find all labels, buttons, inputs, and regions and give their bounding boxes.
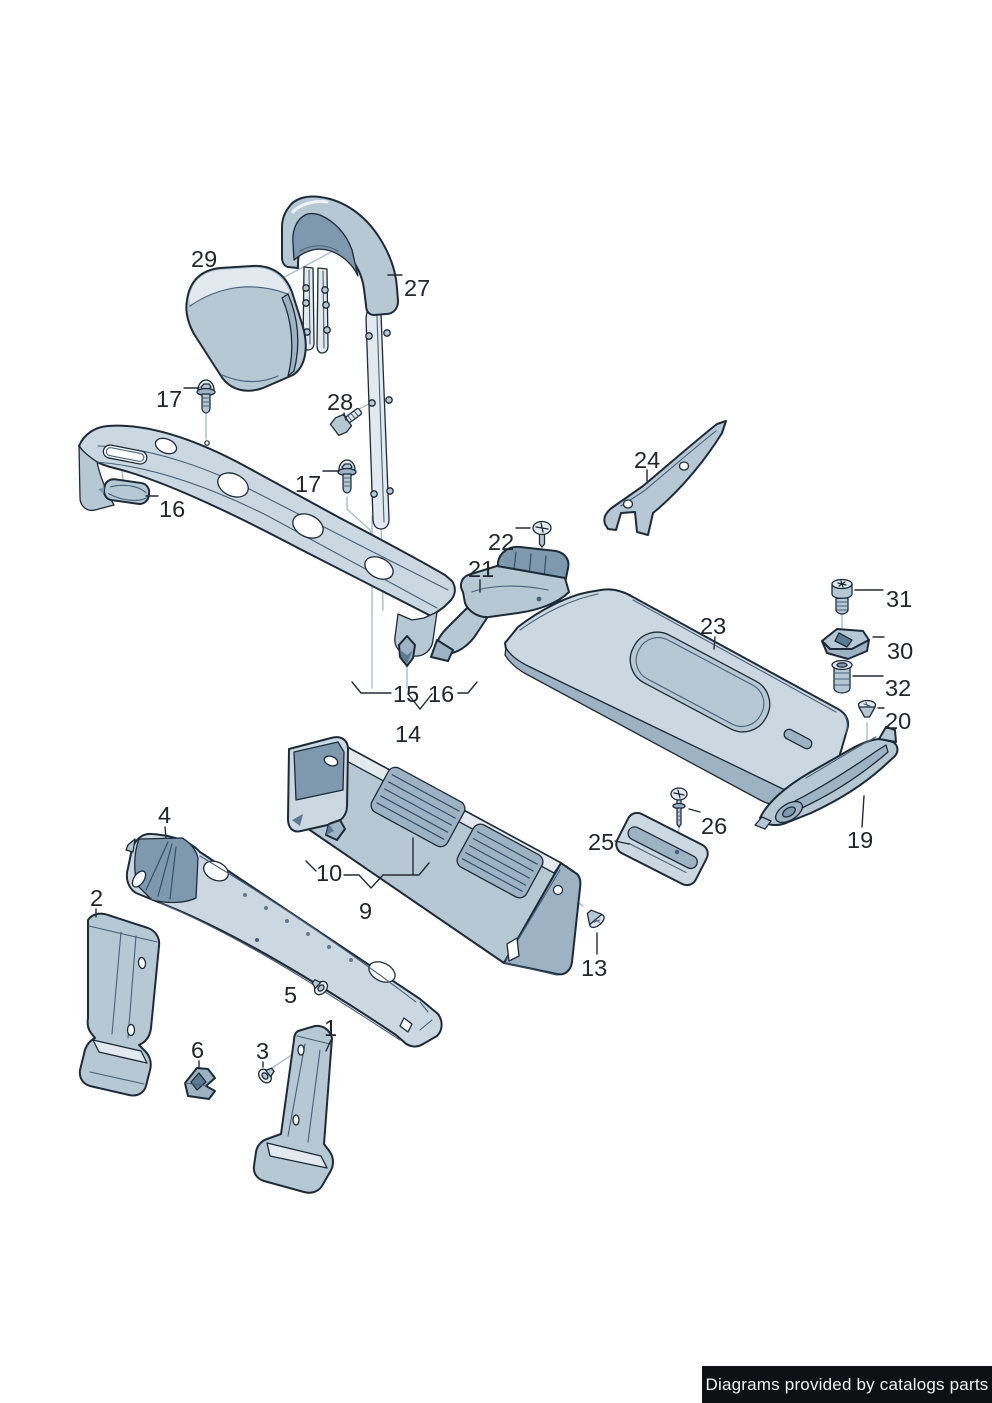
callout-22: 22 <box>488 529 514 555</box>
callout-21: 21 <box>468 556 494 582</box>
callout-23: 23 <box>700 613 726 639</box>
part-16-cap <box>98 478 151 505</box>
part-25-tray <box>615 811 709 887</box>
part-24-bracket <box>603 420 727 536</box>
screw-hole <box>204 440 210 446</box>
callout-26: 26 <box>701 813 727 839</box>
part-31-screw <box>831 578 853 615</box>
callout-14: 14 <box>395 721 421 747</box>
callout-13: 13 <box>581 955 607 981</box>
credit-banner-text: Diagrams provided by catalogs parts <box>705 1374 989 1394</box>
credit-banner: Diagrams provided by catalogs parts <box>702 1366 992 1403</box>
callout-6: 6 <box>191 1037 204 1063</box>
callout-15: 15 <box>393 681 419 707</box>
part-9-rear-trim-panel <box>287 736 582 976</box>
callout-28: 28 <box>327 389 353 415</box>
callout-labels: 29 27 17 28 17 16 24 22 21 23 31 30 32 2… <box>90 246 913 1064</box>
callout-16-cap: 16 <box>159 496 185 522</box>
part-17-screw-mid <box>337 459 357 494</box>
callout-3: 3 <box>256 1038 269 1064</box>
callout-5: 5 <box>284 982 297 1008</box>
callout-17-left: 17 <box>156 386 182 412</box>
part-30-wedge <box>821 628 870 660</box>
callout-20: 20 <box>885 708 911 734</box>
part-26-screw <box>670 787 688 828</box>
part-27-rollover-bar <box>281 195 399 530</box>
part-19-bracket <box>754 726 899 830</box>
part-10-clip <box>325 819 346 841</box>
part-32-sleeve <box>831 659 853 694</box>
callout-4: 4 <box>158 802 171 828</box>
screw-hole <box>674 849 680 855</box>
part-6-clip <box>184 1067 216 1100</box>
callout-32: 32 <box>885 675 911 701</box>
callout-16-group: 16 <box>428 681 454 707</box>
callout-31: 31 <box>886 586 912 612</box>
part-2-pillar-trim-left <box>78 912 161 1097</box>
part-4-crossmember <box>125 832 443 1048</box>
callout-25: 25 <box>588 829 614 855</box>
part-20-screw <box>857 699 877 718</box>
callout-24: 24 <box>634 447 660 473</box>
callout-27: 27 <box>404 275 430 301</box>
part-17-screw-left <box>196 379 216 414</box>
part-21-bracket <box>430 545 570 662</box>
callout-29: 29 <box>191 246 217 272</box>
callout-2: 2 <box>90 885 103 911</box>
part-13-screw <box>582 905 608 931</box>
part-22-screw <box>532 520 552 548</box>
part-15-clip <box>398 635 416 667</box>
callout-10: 10 <box>316 860 342 886</box>
pin-hole <box>255 938 259 942</box>
callout-9: 9 <box>359 898 372 924</box>
callout-30: 30 <box>887 638 913 664</box>
part-1-pillar-trim-right <box>252 1024 334 1194</box>
callout-17-mid: 17 <box>295 471 321 497</box>
callout-1: 1 <box>324 1015 337 1041</box>
part-23-shelf-panel <box>504 588 850 806</box>
callout-connectors <box>95 274 885 1068</box>
part-29-headrest <box>185 264 307 392</box>
callout-19: 19 <box>847 827 873 853</box>
part-14-cross-panel <box>78 424 456 657</box>
